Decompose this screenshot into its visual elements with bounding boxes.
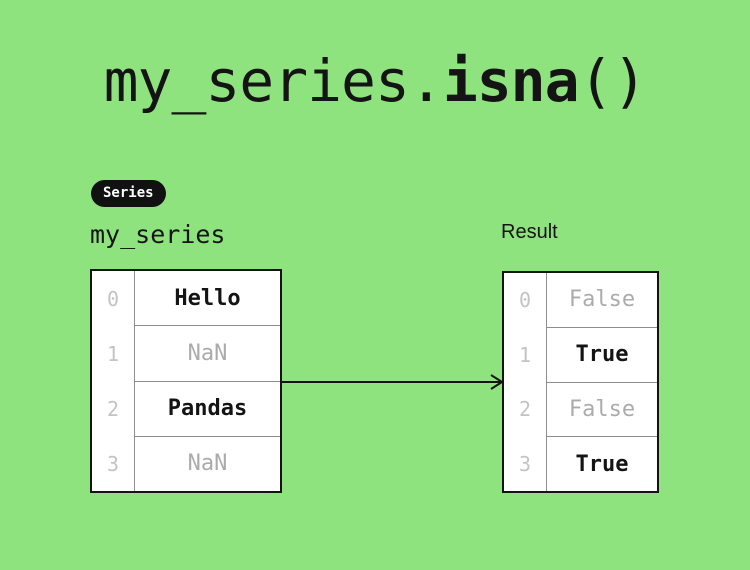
input-index-column: 0 1 2 3 [92, 271, 135, 491]
input-series-table: 0 1 2 3 Hello NaN Pandas NaN [90, 269, 282, 493]
result-label: Result [501, 221, 558, 243]
value-cell: False [547, 381, 657, 437]
index-cell: 0 [518, 288, 532, 313]
value-cell: False [568, 287, 636, 313]
title-method-text: isna [442, 47, 580, 115]
value-cell: Pandas [135, 380, 280, 436]
value-cell: True [547, 436, 657, 491]
page-title: my_series.isna() [0, 47, 750, 115]
index-cell: 1 [106, 341, 120, 366]
input-series-name: my_series [90, 220, 226, 249]
index-cell: 3 [106, 451, 120, 476]
index-cell: 3 [518, 451, 532, 476]
result-table: 0 1 2 3 False True False True [502, 271, 659, 493]
value-cell: Hello [174, 285, 241, 311]
input-value-column: Hello NaN Pandas NaN [135, 271, 280, 491]
result-value-column: False True False True [547, 273, 657, 491]
index-cell: 2 [106, 396, 120, 421]
index-cell: 0 [106, 286, 120, 311]
value-cell: NaN [135, 325, 280, 380]
index-cell: 2 [518, 397, 532, 422]
series-type-badge: Series [91, 180, 166, 207]
index-cell: 1 [518, 342, 532, 367]
transform-arrow-icon [281, 371, 505, 393]
value-cell: True [547, 326, 657, 382]
result-index-column: 0 1 2 3 [504, 273, 547, 491]
title-parens-text: () [578, 47, 648, 115]
title-object-text: my_series. [103, 47, 444, 115]
value-cell: NaN [135, 435, 280, 491]
